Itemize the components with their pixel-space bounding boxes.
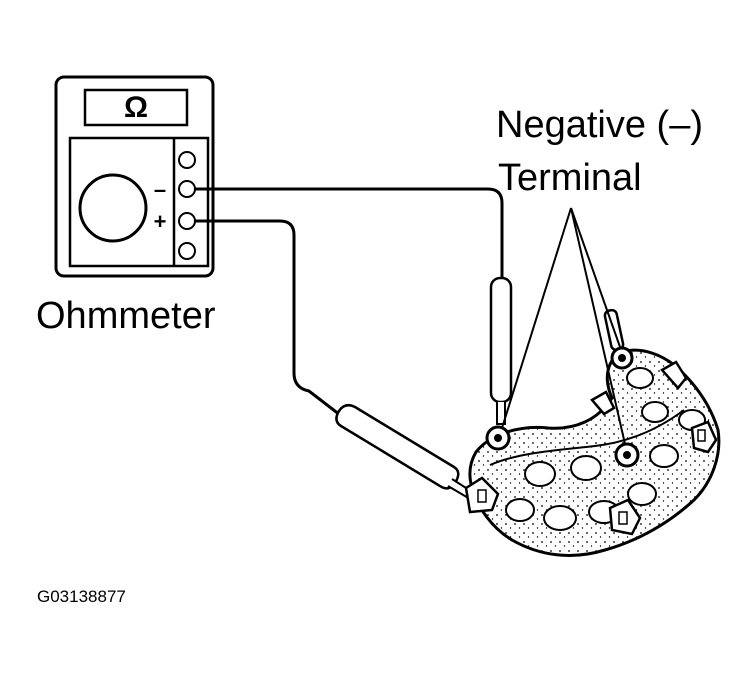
jack-1 [178,151,196,169]
diode-pad [627,482,657,506]
callout-pointer-right [570,207,626,445]
diode-pad [649,444,679,468]
jack-positive [178,212,196,230]
callout-pointers [501,207,626,445]
minus-label: – [154,177,166,202]
connector-tab-slot [618,511,628,525]
diode-pad [641,401,669,423]
negative-terminal-left-hole [494,434,502,442]
connector-tab-slot [697,429,706,442]
ohmmeter-label: Ohmmeter [36,295,216,337]
negative-lead-wire [195,187,504,282]
ohmmeter-dial [78,173,148,243]
callout-line-1: Negative (–) [496,104,703,146]
rectifier-inner-edge [489,409,685,466]
ohmmeter-display [83,88,189,127]
figure-code: G03138877 [37,587,126,606]
diode-pad [524,461,556,487]
jack-4 [178,242,196,260]
ohm-symbol: Ω [124,91,148,124]
connector-tab-slot [477,489,487,503]
connector-tab [590,390,616,416]
diode-pad [543,505,577,531]
diode-pad [505,498,535,522]
negative-probe-handle [489,276,513,404]
diode-pad [570,455,602,481]
ohmmeter: Ω – + [54,75,215,278]
positive-lead-wire [195,219,345,420]
rectifier-holder [464,308,721,557]
jack-negative [178,180,196,198]
diode-pad [626,367,654,389]
plus-label: + [154,209,167,234]
negative-terminal-top-hole [618,354,626,362]
negative-terminal-right-hole [623,451,631,459]
negative-probe-tip [496,402,506,425]
connector-tab [660,360,688,390]
callout-pointer-top [570,207,621,348]
positive-lead [195,219,476,501]
positive-probe-handle [335,403,460,490]
callout-line-2: Terminal [498,157,642,199]
callout-pointer-left [501,207,572,429]
negative-lead [195,187,513,425]
